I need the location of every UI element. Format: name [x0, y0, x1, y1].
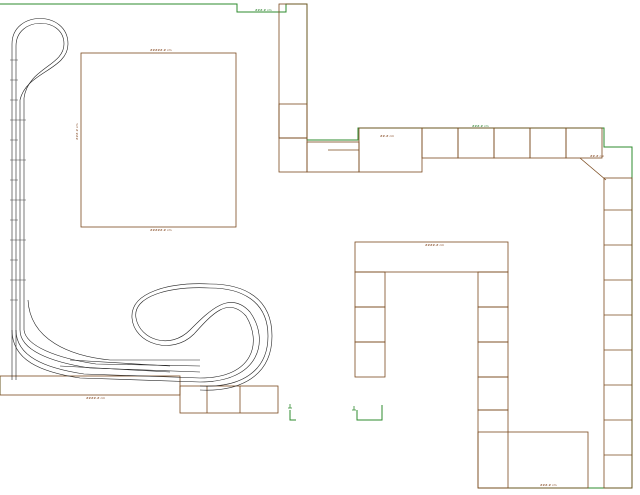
track-ties [10, 59, 26, 301]
big-table-bottom-label: #####.# cm [150, 228, 172, 232]
module-label-junction: ##.# cm [380, 134, 394, 138]
top-right-wall-label: ###.# cm [472, 124, 489, 128]
top-wall-label: ###.# cm [255, 8, 272, 12]
u-top-bar[interactable] [354, 241, 509, 273]
bottom-label: ###.# cm [540, 483, 557, 487]
labels: ###.# cm #####.# cm #####.# cm ###.# cm … [75, 8, 604, 487]
bottom-module-block[interactable] [179, 385, 279, 414]
track-plan [11, 18, 273, 391]
right-column[interactable] [603, 177, 633, 489]
big-table[interactable] [80, 52, 237, 228]
shelf-corner-module[interactable] [278, 137, 308, 173]
door-icon [288, 404, 356, 411]
benchwork [0, 3, 633, 489]
bottom-strip-label: ####.# cm [86, 396, 105, 400]
big-table-side-label: ###.# cm [75, 123, 79, 140]
lower-right-table[interactable] [477, 431, 589, 489]
shelf-top-column[interactable] [278, 3, 308, 139]
shelf-main-label: ####.# cm [425, 243, 444, 247]
walls [0, 3, 633, 489]
big-table-top-label: #####.# cm [150, 48, 172, 52]
corner-label: ##.# cm [590, 154, 604, 158]
